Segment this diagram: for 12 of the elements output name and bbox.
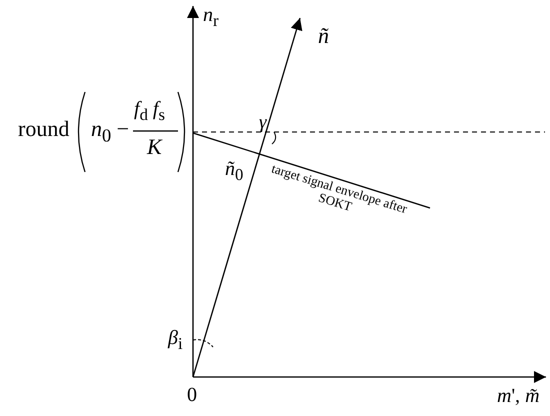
origin-label: 0 xyxy=(187,384,197,406)
curve-label: target signal envelope after SOKT xyxy=(268,161,410,218)
function-label: round xyxy=(18,117,70,142)
point-label: ñ$_{0}$ xyxy=(225,158,244,184)
formula-denominator: K xyxy=(147,135,162,160)
axis-label: n$_{r}$ xyxy=(203,4,219,30)
axis-label: ñ xyxy=(318,24,329,48)
formula-term: n$_{0}$ − xyxy=(91,117,130,146)
angle-label: γ xyxy=(259,113,266,134)
angle-label: β$_{i}$ xyxy=(168,327,183,354)
axis-label: m', m̃ xyxy=(497,385,540,407)
formula-numerator: f$_{d}$ f$_{s}$ xyxy=(134,98,165,124)
